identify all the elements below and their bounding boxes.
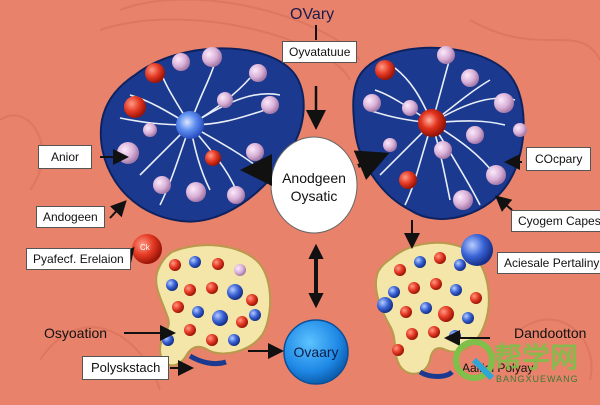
cell-ball-54 [377, 297, 393, 313]
right-lobe-center-cell [418, 109, 446, 137]
cell-ball-47 [434, 252, 446, 264]
cell-ball-5 [217, 92, 233, 108]
ovary-circle-shape [283, 319, 349, 385]
cell-ball-51 [430, 278, 442, 290]
cell-ball-49 [388, 286, 400, 298]
cell-ball-14 [375, 60, 395, 80]
cell-ball-24 [453, 190, 473, 210]
cell-ball-6 [261, 96, 279, 114]
cell-ball-62 [392, 344, 404, 356]
cell-ball-52 [450, 284, 462, 296]
right-pill-ball [461, 234, 493, 266]
cell-ball-35 [246, 294, 258, 306]
cell-ball-7 [117, 142, 139, 164]
right-gland-tail [418, 369, 454, 379]
cell-ball-43 [228, 334, 240, 346]
cell-ball-48 [454, 259, 466, 271]
cell-balls [117, 46, 527, 356]
cell-ball-0 [145, 63, 165, 83]
cell-ball-13 [143, 123, 157, 137]
cell-ball-4 [124, 96, 146, 118]
label-right-mid: Cyogem Capes [511, 210, 600, 232]
label-left-lower: Osyoation [44, 325, 108, 341]
cell-ball-12 [227, 186, 245, 204]
cell-ball-19 [402, 100, 418, 116]
cell-ball-29 [212, 258, 224, 270]
cell-ball-3 [249, 64, 267, 82]
cell-ball-46 [414, 256, 426, 268]
cell-ball-22 [434, 141, 452, 159]
ovary-circle-label: Ovaary [293, 344, 339, 360]
cell-ball-57 [438, 306, 454, 322]
cell-ball-10 [153, 176, 171, 194]
cell-ball-18 [363, 94, 381, 112]
label-left-upper: Anior [38, 145, 93, 169]
label-right-pill: Aciesale Pertaliny [497, 252, 600, 274]
cell-ball-2 [202, 47, 222, 67]
cell-ball-45 [394, 264, 406, 276]
cell-ball-42 [206, 334, 218, 346]
cell-ball-32 [184, 284, 196, 296]
cell-ball-33 [206, 282, 218, 294]
cell-ball-11 [186, 182, 206, 202]
center-text-line1: Anodgeen [282, 170, 346, 186]
cell-ball-50 [408, 282, 420, 294]
cell-ball-34 [227, 284, 243, 300]
left-gland-tail [188, 353, 227, 367]
cell-ball-44 [162, 334, 174, 346]
cell-ball-58 [462, 312, 474, 324]
cell-ball-27 [169, 259, 181, 271]
cell-ball-41 [184, 324, 196, 336]
cell-ball-40 [249, 309, 261, 321]
cell-ball-39 [236, 316, 248, 328]
cell-ball-56 [420, 302, 432, 314]
label-right-upper: COcpary [526, 147, 592, 171]
left-pill-ball [132, 234, 162, 264]
cell-ball-53 [470, 292, 482, 304]
cell-ball-20 [466, 126, 484, 144]
cell-ball-60 [428, 326, 440, 338]
cell-ball-31 [166, 279, 178, 291]
cell-ball-26 [513, 123, 527, 137]
cell-ball-55 [400, 306, 412, 318]
watermark-logo-icon [453, 339, 495, 381]
cell-ball-25 [383, 138, 397, 152]
cell-ball-59 [406, 328, 418, 340]
label-top-center: Oyvatatuue [282, 41, 358, 63]
arrows [100, 25, 522, 376]
cell-ball-8 [205, 150, 221, 166]
cell-ball-1 [172, 53, 190, 71]
cell-ball-17 [494, 93, 514, 113]
cell-ball-30 [234, 264, 246, 276]
label-bottom-left: Polyskstach [82, 356, 170, 380]
cell-ball-21 [399, 171, 417, 189]
watermark-en: BANGXUEWANG [496, 374, 579, 384]
label-right-lower: Dandootton [514, 325, 587, 341]
watermark-cn: 帮学网 [494, 341, 579, 374]
left-lobe-center-cell [176, 111, 204, 139]
cell-ball-15 [437, 46, 455, 64]
cell-ball-38 [212, 310, 228, 326]
cell-ball-9 [246, 143, 264, 161]
label-left-pill: Pyafecf. Erelaion [26, 248, 131, 270]
label-left-mid: Andogeen [36, 206, 105, 228]
cell-ball-28 [189, 256, 201, 268]
watermark: 帮学网 BANGXUEWANG [452, 330, 598, 396]
cell-ball-16 [461, 69, 479, 87]
diagram-title: OVary [290, 6, 335, 23]
cell-ball-36 [172, 301, 184, 313]
center-text-line2: Oysatic [290, 188, 338, 204]
cell-ball-23 [486, 165, 506, 185]
small-ball-label: Ck [140, 243, 150, 252]
cell-ball-37 [192, 306, 204, 318]
